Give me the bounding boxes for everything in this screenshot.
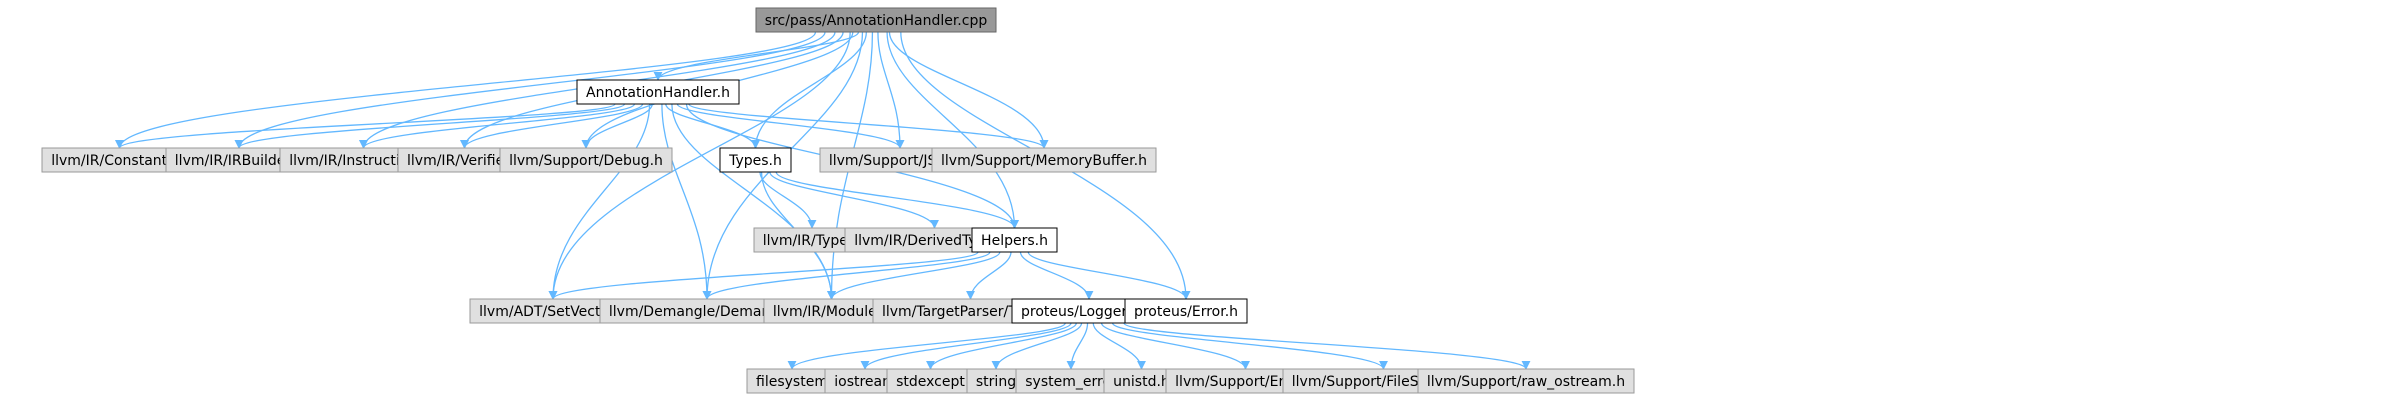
node-filesystem[interactable]: filesystem xyxy=(746,368,838,394)
node-box xyxy=(966,368,1026,394)
node-box xyxy=(971,227,1058,253)
node-label: llvm/IR/Constants.h xyxy=(51,153,188,169)
node-module[interactable]: llvm/IR/Module.h xyxy=(763,298,900,324)
node-types[interactable]: Types.h xyxy=(719,147,792,173)
node-perror[interactable]: proteus/Error.h xyxy=(1124,298,1248,324)
node-label: Types.h xyxy=(728,153,782,169)
edge-root-to-membuf xyxy=(888,31,1049,149)
node-rawos[interactable]: llvm/Support/raw_ostream.h xyxy=(1417,368,1635,394)
edge-annot-to-instructions xyxy=(359,103,636,149)
edge-annot-to-membuf xyxy=(688,103,1049,149)
node-label: llvm/IR/Module.h xyxy=(773,304,890,320)
edge-logger-to-rawos xyxy=(1123,322,1531,370)
node-membuf[interactable]: llvm/Support/MemoryBuffer.h xyxy=(931,147,1157,173)
node-annot[interactable]: AnnotationHandler.h xyxy=(576,79,740,105)
edge-annot-to-json xyxy=(676,103,905,149)
node-box xyxy=(1124,298,1248,324)
node-label: llvm/Support/raw_ostream.h xyxy=(1427,374,1625,390)
edge-logger-to-superr xyxy=(1100,322,1250,370)
node-helpers[interactable]: Helpers.h xyxy=(971,227,1058,253)
node-box xyxy=(719,147,792,173)
node-box xyxy=(746,368,838,394)
edge-annot-to-demangle xyxy=(661,103,712,300)
node-box xyxy=(1417,368,1635,394)
edge-logger-to-syserr xyxy=(1066,322,1089,370)
edge-types-to-derived xyxy=(769,171,939,229)
node-label: llvm/IR/Type.h xyxy=(763,233,861,249)
node-box xyxy=(576,79,740,105)
node-label: llvm/Demangle/Demangle.h xyxy=(609,304,805,320)
node-label: src/pass/AnnotationHandler.cpp xyxy=(765,13,988,29)
edge-helpers-to-demangle xyxy=(702,251,991,300)
node-stdexcept[interactable]: stdexcept xyxy=(886,368,975,394)
node-label: string xyxy=(976,374,1016,390)
edge-root-to-json xyxy=(877,31,905,149)
node-label: iostream xyxy=(834,374,896,390)
node-box xyxy=(931,147,1157,173)
node-label: filesystem xyxy=(756,374,828,390)
node-label: Helpers.h xyxy=(981,233,1048,249)
edge-logger-to-unistd xyxy=(1092,322,1146,370)
node-debug[interactable]: llvm/Support/Debug.h xyxy=(499,147,673,173)
node-box xyxy=(499,147,673,173)
node-label: unistd.h xyxy=(1113,374,1170,390)
edge-annot-to-setvector xyxy=(548,103,651,300)
node-label: proteus/Logger.hpp xyxy=(1021,304,1157,320)
node-root[interactable]: src/pass/AnnotationHandler.cpp xyxy=(755,7,997,33)
node-label: stdexcept xyxy=(896,374,965,390)
nodes-layer: src/pass/AnnotationHandler.cppAnnotation… xyxy=(41,7,1635,394)
edge-root-to-helpers xyxy=(886,31,1019,229)
node-label: system_error xyxy=(1025,374,1117,390)
node-label: llvm/Support/Debug.h xyxy=(509,153,663,169)
edge-logger-to-iostream xyxy=(860,322,1072,370)
node-box xyxy=(755,7,997,33)
node-label: llvm/IR/IRBuilder.h xyxy=(175,153,303,169)
edge-root-to-constants xyxy=(115,31,817,149)
node-box xyxy=(886,368,975,394)
edge-helpers-to-module xyxy=(827,251,1001,300)
edge-logger-to-fs xyxy=(1111,322,1388,370)
edge-annot-to-irbuilder xyxy=(234,103,626,149)
edge-helpers-to-setvector xyxy=(548,251,979,300)
edge-annot-to-module xyxy=(671,103,836,300)
node-label: AnnotationHandler.h xyxy=(586,85,730,101)
edge-helpers-to-perror xyxy=(1027,251,1191,300)
node-label: llvm/ADT/SetVector.h xyxy=(479,304,627,320)
node-string[interactable]: string xyxy=(966,368,1026,394)
edge-annot-to-constants xyxy=(115,103,616,149)
node-label: llvm/IR/Verifier.h xyxy=(407,153,522,169)
edge-helpers-to-triple xyxy=(966,251,1012,300)
edge-logger-to-string xyxy=(991,322,1083,370)
node-label: llvm/Support/MemoryBuffer.h xyxy=(941,153,1147,169)
edge-helpers-to-logger xyxy=(1019,251,1094,300)
edge-logger-to-filesystem xyxy=(787,322,1066,370)
edge-types-to-helpers xyxy=(775,171,1019,229)
edge-root-to-irbuilder xyxy=(234,31,826,149)
node-label: llvm/Support/Error.h xyxy=(1175,374,1316,390)
edge-annot-to-verifier xyxy=(460,103,644,149)
edge-logger-to-stdexcept xyxy=(926,322,1077,370)
node-label: proteus/Error.h xyxy=(1134,304,1238,320)
